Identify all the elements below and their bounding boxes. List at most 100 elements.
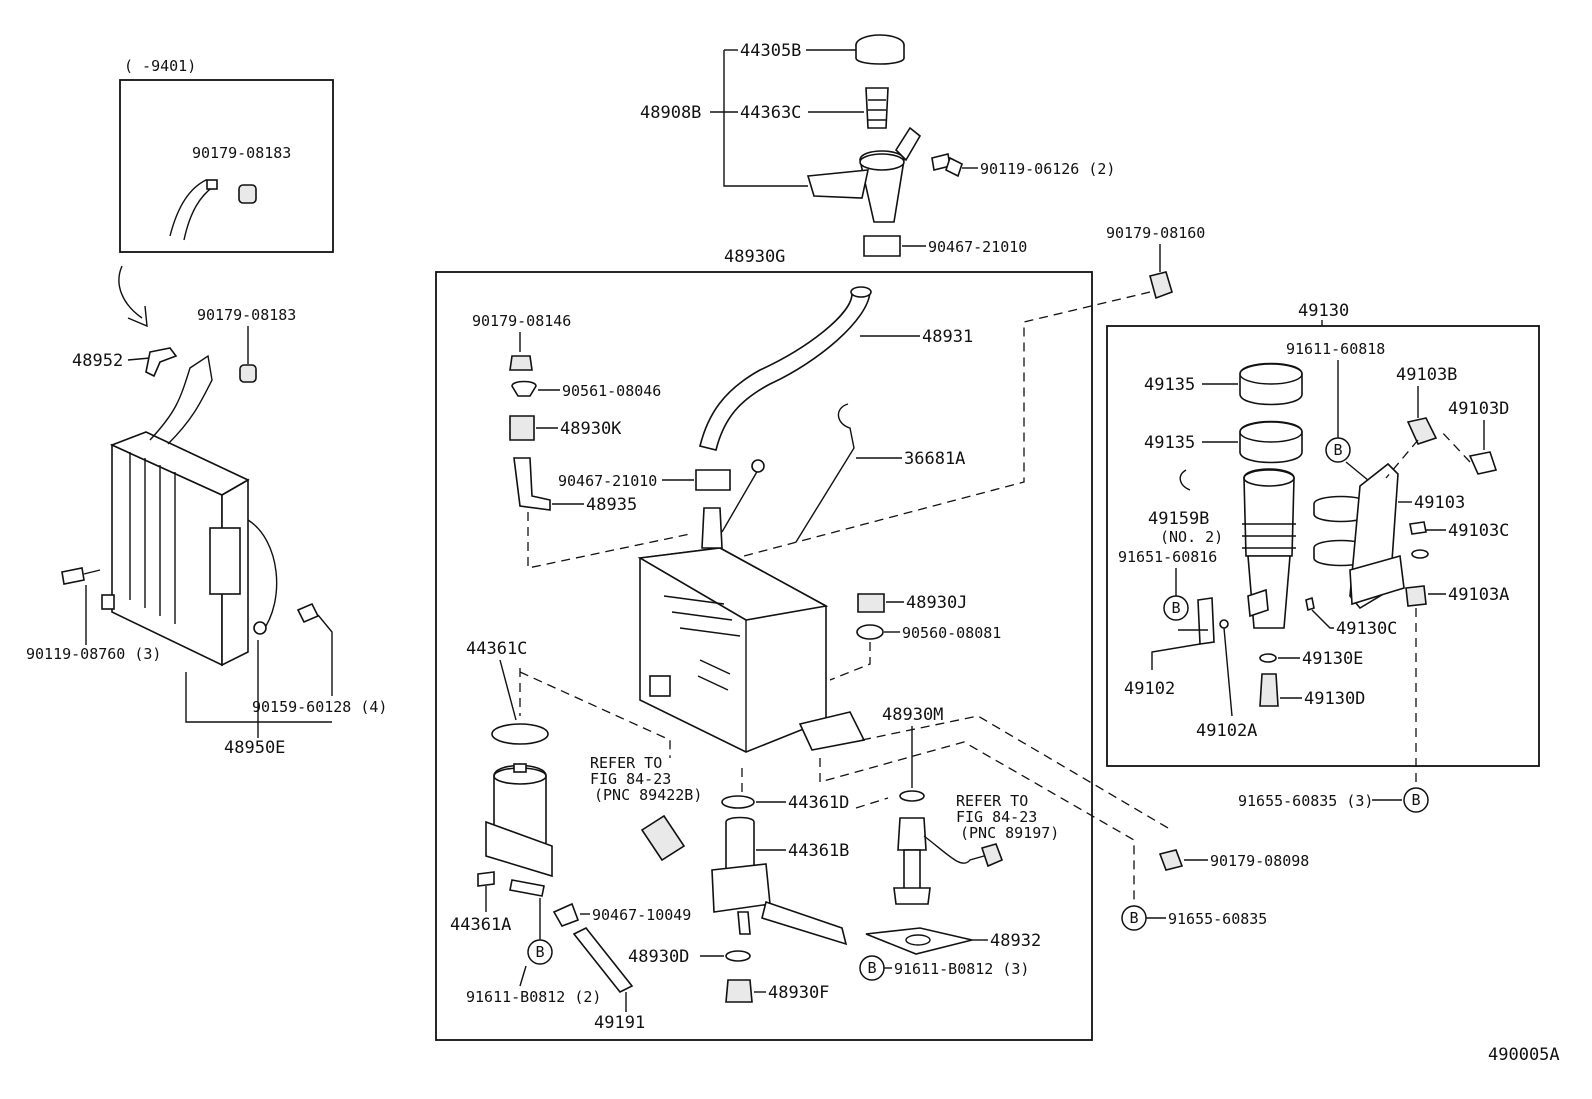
label-48908b: 48908B [640, 103, 701, 123]
callout-b-60835: B [1121, 905, 1147, 931]
grommet-48930k-part [509, 415, 535, 441]
label-90561-08046: 90561-08046 [562, 382, 661, 400]
inset-nut-part [238, 184, 257, 204]
bolt-90119-06126-washer [945, 156, 963, 178]
cap-44305b-side [855, 45, 905, 65]
collar-49103d-part [1468, 451, 1498, 475]
washer-49103c-part [1411, 549, 1429, 559]
bracket-48950e-arm [149, 354, 213, 445]
nut-90179-08160-part [1149, 271, 1173, 300]
dash-90560-08081 [829, 642, 871, 681]
callout-b-60818: B [1325, 437, 1351, 463]
label-48932: 48932 [990, 931, 1041, 951]
label-90467-10049: 90467-10049 [592, 906, 691, 924]
label-91611-b0812-3: 91611-B0812 (3) [894, 960, 1029, 978]
label-48930d: 48930D [628, 947, 689, 967]
label-44361a: 44361A [450, 915, 511, 935]
dash-b-lower [819, 741, 1135, 906]
leader-91611-b0812-2 [519, 965, 527, 987]
label-48930f: 48930F [768, 983, 829, 1003]
callout-b-60835-3: B [1403, 787, 1429, 813]
washer-90561-08046-part [511, 380, 537, 397]
dash-49103d [1439, 429, 1471, 463]
label-49102a: 49102A [1196, 721, 1257, 741]
leader-49102 [1151, 643, 1201, 670]
bolt-90119-08760-shank [83, 569, 101, 575]
valve-49130d-part [1259, 673, 1279, 707]
label-49130c: 49130C [1336, 619, 1397, 639]
bolt-44361a-part [477, 871, 495, 887]
callout-b-pump: B [527, 939, 553, 965]
hose-48931-part [699, 291, 871, 451]
label-90119-06126: 90119-06126 (2) [980, 160, 1115, 178]
label-44305b: 44305B [740, 41, 801, 61]
label-49191: 49191 [594, 1013, 645, 1033]
bracket-48950e-motor [247, 519, 278, 633]
inset-label: ( -9401) [124, 57, 196, 75]
clip-49159b-part [1179, 469, 1191, 491]
label-48952: 48952 [72, 351, 123, 371]
leader-48952 [127, 357, 151, 361]
hose-48931-end [850, 286, 872, 298]
ref2-line1: REFER TO [956, 792, 1028, 810]
label-48950e: 48950E [224, 738, 285, 758]
sensor-89197-wire [923, 835, 985, 864]
dash-48935 [527, 512, 691, 569]
svg-text:B: B [535, 943, 544, 961]
pump-49130-port [1247, 588, 1269, 618]
label-90159-60128: 90159-60128 (4) [252, 698, 387, 716]
svg-text:B: B [1411, 791, 1420, 809]
label-90467-21010: 90467-21010 [558, 472, 657, 490]
leader-49130c [1311, 609, 1334, 629]
svg-text:B: B [1129, 909, 1138, 927]
label-49135-a: 49135 [1144, 375, 1195, 395]
callout-b-60816: B [1163, 595, 1189, 621]
strainer-44363c-part [865, 87, 889, 129]
oring-49102a-part [1219, 619, 1229, 629]
label-90119-08760: 90119-08760 (3) [26, 645, 161, 663]
oring-44361c-part [491, 723, 549, 745]
label-49130: 49130 [1298, 301, 1349, 321]
pump-49130-rings [1242, 523, 1296, 549]
label-49103d: 49103D [1448, 399, 1509, 419]
label-49102: 49102 [1124, 679, 1175, 699]
reservoir-tank-pipe [721, 469, 759, 533]
figure-id: 490005A [1488, 1045, 1560, 1065]
label-49159b-qty: (NO. 2) [1160, 528, 1223, 546]
grommet-48930j-part [857, 593, 885, 613]
pump-49130-top [1243, 469, 1295, 487]
dash-90179-08160 [743, 291, 1151, 557]
ref1-line2: FIG 84-23 [590, 770, 671, 788]
ref1-line1: REFER TO [590, 754, 662, 772]
svg-text:B: B [867, 959, 876, 977]
ref2-line3: (PNC 89197) [960, 824, 1059, 842]
bracket-48908b [723, 50, 808, 187]
sensor-89197-head [897, 817, 927, 851]
filler-neck-rim [859, 153, 905, 171]
leader-49102a [1223, 627, 1233, 717]
label-48931: 48931 [922, 327, 973, 347]
strainer-44361b-outlet [737, 911, 751, 935]
strainer-44361b-body [711, 863, 771, 913]
label-48930g: 48930G [724, 247, 785, 267]
clamp-48952-part [145, 347, 178, 378]
label-48930k: 48930K [560, 419, 622, 439]
nut-90179-08146-part [509, 355, 533, 371]
svg-text:B: B [1171, 599, 1180, 617]
pump-assembly-frame [1106, 325, 1540, 767]
bracket-48950e-ribs [129, 452, 176, 624]
clamp-90467-21010-top-part [863, 235, 901, 257]
reservoir-tank-slots [697, 659, 731, 691]
plug-48930f-part [725, 979, 753, 1003]
gasket-48932-part [865, 927, 973, 955]
clamp-49135-a-rim [1239, 363, 1303, 385]
dipstick-36681a-part [795, 403, 855, 543]
leader-44361c [499, 659, 517, 721]
inset-arrow-head [127, 305, 148, 328]
label-44361b: 44361B [788, 841, 849, 861]
screw-49130c-part [1305, 596, 1315, 612]
strainer-44361b-pipe [761, 900, 848, 946]
pump-49130-lower [1247, 555, 1291, 629]
dash-49103b [1385, 439, 1419, 479]
